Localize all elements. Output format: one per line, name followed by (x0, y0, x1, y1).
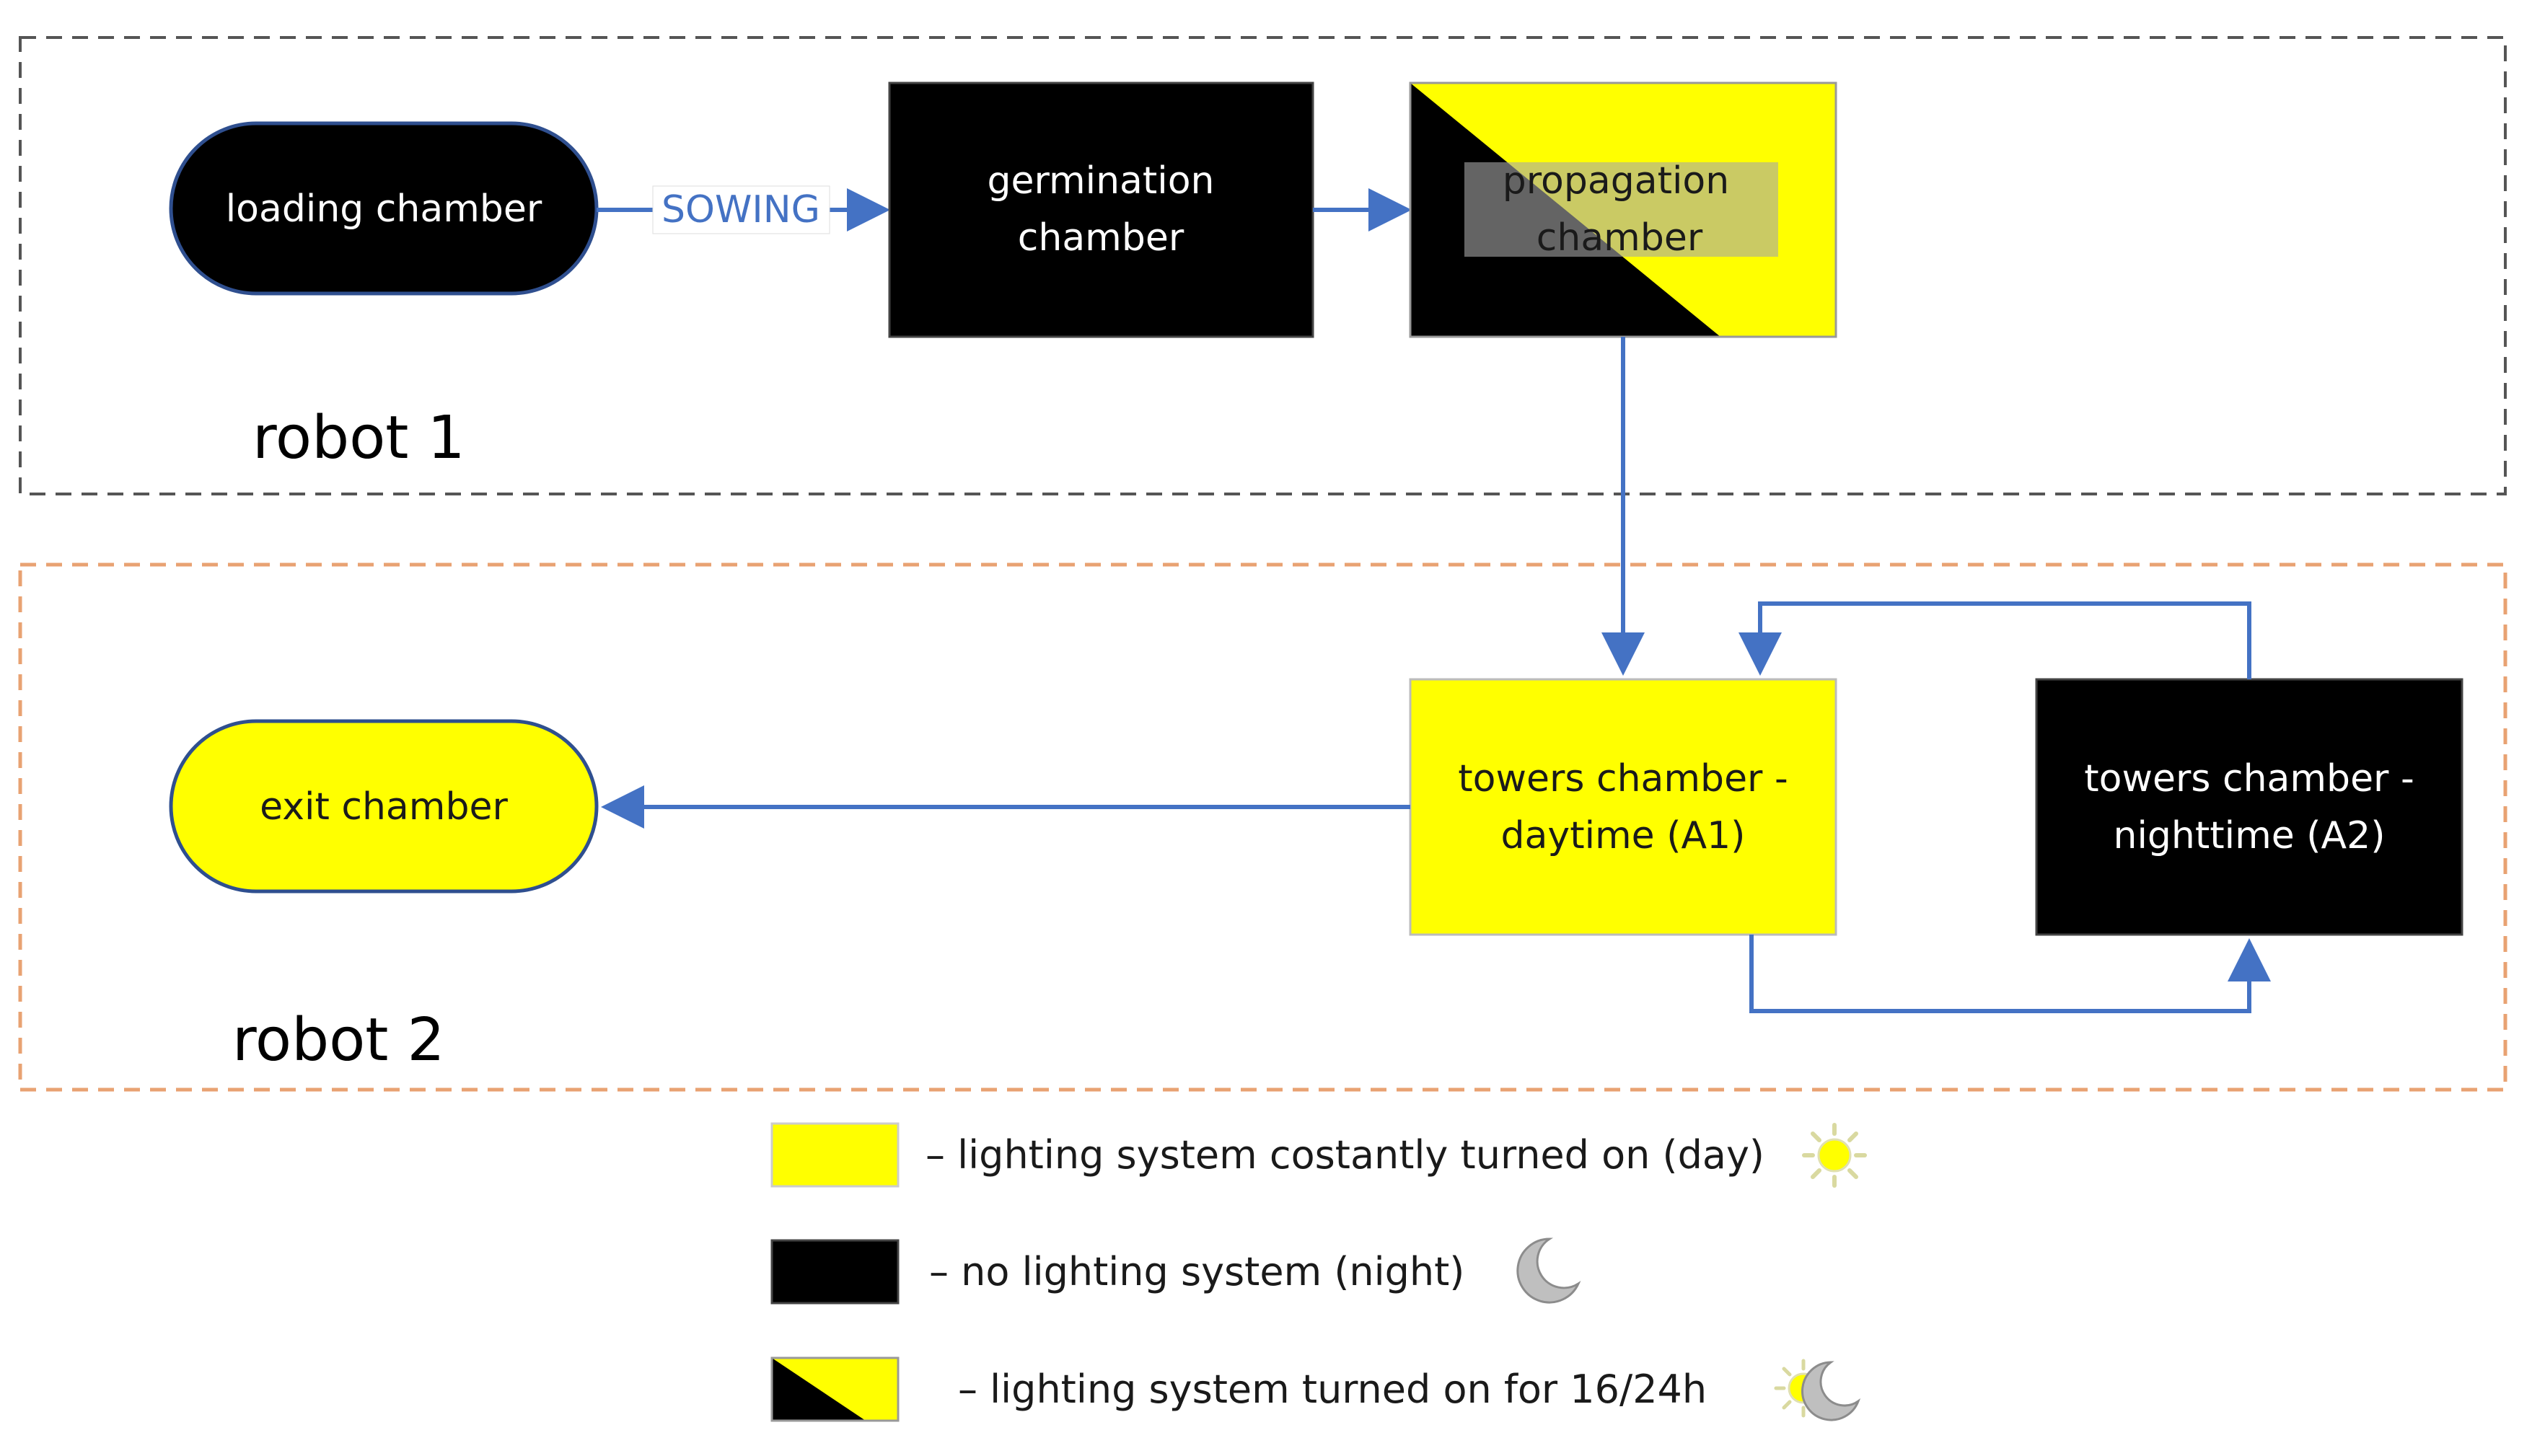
propagation-chamber-node (1409, 81, 1837, 338)
loading-chamber-label: loading chamber (226, 187, 542, 231)
exit-chamber-node (169, 719, 599, 894)
robot1-label: robot 1 (252, 404, 465, 472)
propagation-label-overlay (1464, 162, 1778, 257)
propagation-chamber-label-line1: propagation (1503, 159, 1729, 203)
germination-chamber-label-line1: germination (988, 159, 1215, 203)
legend: – lighting system costantly turned on (d… (770, 1122, 1867, 1422)
towers-nighttime-label-line2: nighttime (A2) (2114, 814, 2386, 857)
exit-chamber-label: exit chamber (260, 785, 508, 829)
sowing-label: SOWING (661, 188, 820, 231)
sun-moon-icon (1774, 1359, 1861, 1421)
towers-nighttime-label-line1: towers chamber - (2084, 757, 2414, 800)
towers-daytime-label-line1: towers chamber - (1458, 757, 1788, 800)
legend-day-swatch (770, 1122, 900, 1188)
night-to-day-arrow (1738, 601, 2251, 679)
robot2-label: robot 2 (232, 1006, 445, 1075)
towers-daytime-node (1409, 678, 1837, 936)
robot1-group (19, 36, 2507, 495)
germination-chamber-node (888, 81, 1314, 338)
towers-daytime-label-line2: daytime (A1) (1501, 814, 1746, 857)
legend-mixed-text: – lighting system turned on for 16/24h (958, 1367, 1707, 1412)
day-to-night-arrow (1749, 935, 2271, 1013)
sun-icon (1802, 1123, 1867, 1188)
legend-mixed-swatch (770, 1356, 900, 1422)
legend-night-text: – no lighting system (night) (929, 1249, 1464, 1294)
towers-nighttime-node (2035, 678, 2463, 936)
legend-night-swatch (770, 1239, 900, 1305)
legend-day-text: – lighting system costantly turned on (d… (926, 1132, 1764, 1178)
moon-icon (1516, 1237, 1581, 1304)
propagation-chamber-label-line2: chamber (1537, 216, 1703, 260)
sowing-label-bg (652, 185, 830, 234)
germination-chamber-label-line2: chamber (1018, 216, 1184, 260)
